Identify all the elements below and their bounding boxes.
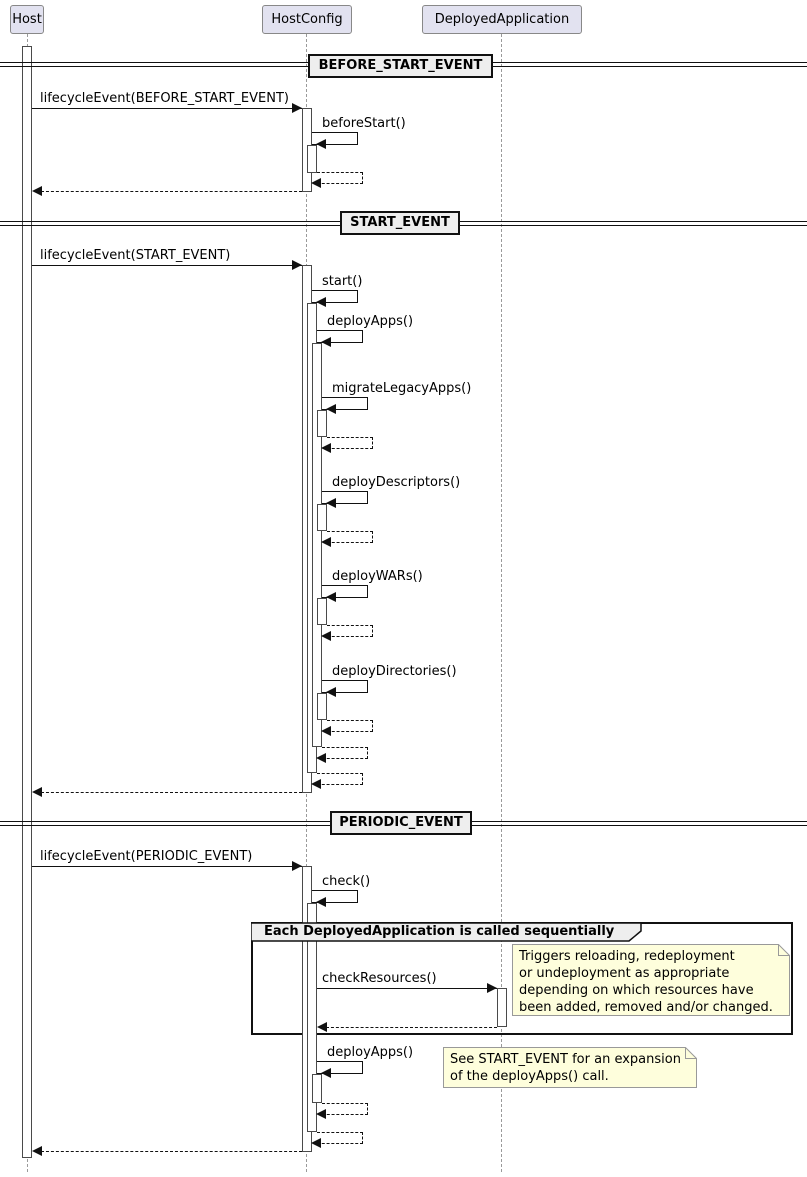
activation-bar (317, 504, 327, 531)
message-label-before-start: beforeStart() (322, 116, 406, 131)
message-label-check: check() (322, 874, 371, 889)
arrowhead (292, 861, 302, 871)
arrowhead (316, 897, 326, 907)
participant-hostconfig: HostConfig (262, 5, 352, 34)
note-deploy-apps-text: See START_EVENT for an expansion of the … (450, 1051, 681, 1085)
lifeline-deployedapplication (501, 34, 502, 1172)
divider-start-event: START_EVENT (340, 211, 460, 235)
note-check-resources (512, 944, 790, 1016)
activation-bar-host (22, 46, 32, 1158)
return-line (41, 191, 302, 192)
self-call-migrate-legacy-apps (322, 397, 368, 414)
arrowhead (321, 1068, 331, 1078)
arrowhead (32, 1146, 42, 1156)
arrowhead (321, 631, 331, 641)
arrowhead (316, 1109, 326, 1119)
note-line: Triggers reloading, redeployment (519, 949, 735, 964)
arrowhead (32, 186, 42, 196)
arrowhead (321, 537, 331, 547)
arrowhead (311, 779, 321, 789)
message-label-deploy-descriptors: deployDescriptors() (332, 475, 461, 490)
message-label-start: start() (322, 274, 363, 289)
arrowhead (321, 337, 331, 347)
return-line (41, 1151, 302, 1152)
return-message (311, 1132, 363, 1148)
activation-bar (317, 693, 327, 720)
activation-bar (317, 410, 327, 437)
message-label-lifecycle-before: lifecycleEvent(BEFORE_START_EVENT) (40, 91, 289, 106)
self-call-check (312, 890, 358, 907)
message-label-deploy-apps: deployApps() (327, 314, 414, 329)
return-message (321, 437, 373, 453)
self-call-deploy-wars (322, 585, 368, 602)
group-frame-header (251, 922, 642, 942)
return-message (311, 773, 363, 789)
return-message (321, 625, 373, 641)
arrowhead (32, 787, 42, 797)
arrowhead (317, 1022, 327, 1032)
return-message (321, 531, 373, 547)
self-call-deploy-apps-periodic (317, 1061, 363, 1078)
message-line (32, 108, 302, 109)
group-frame-title: Each DeployedApplication is called seque… (264, 924, 615, 939)
return-message (321, 720, 373, 736)
note-check-resources-text: Triggers reloading, redeployment or unde… (519, 948, 773, 1016)
note-deploy-apps (443, 1047, 697, 1088)
arrowhead (326, 404, 336, 414)
participant-host: Host (10, 5, 44, 34)
self-call-deploy-descriptors (322, 491, 368, 508)
arrowhead (321, 443, 331, 453)
arrowhead (292, 103, 302, 113)
return-message (311, 172, 363, 188)
divider-periodic-event: PERIODIC_EVENT (330, 811, 472, 835)
self-call-deploy-directories (322, 680, 368, 697)
arrowhead (316, 139, 326, 149)
arrowhead (321, 726, 331, 736)
activation-bar-deployedapplication (497, 988, 507, 1027)
arrowhead (326, 498, 336, 508)
return-message (316, 747, 368, 763)
arrowhead (326, 592, 336, 602)
message-label-deploy-directories: deployDirectories() (332, 664, 457, 679)
arrowhead (292, 260, 302, 270)
activation-bar (307, 903, 317, 1132)
message-label-deploy-apps-periodic: deployApps() (327, 1045, 414, 1060)
arrowhead (311, 178, 321, 188)
return-line (326, 1027, 497, 1028)
message-line (317, 988, 497, 989)
message-label-deploy-wars: deployWARs() (332, 569, 423, 584)
activation-bar (307, 145, 317, 173)
note-line: or undeployment as appropriate (519, 966, 730, 981)
message-label-migrate-legacy-apps: migrateLegacyApps() (332, 381, 472, 396)
activation-bar (317, 598, 327, 625)
participant-deployedapplication: DeployedApplication (422, 5, 582, 34)
self-call-before-start (312, 132, 358, 149)
activation-bar (312, 1074, 322, 1103)
arrowhead (316, 297, 326, 307)
return-message (316, 1103, 368, 1119)
note-line: of the deployApps() call. (450, 1069, 609, 1084)
arrowhead (311, 1138, 321, 1148)
message-label-lifecycle-start: lifecycleEvent(START_EVENT) (40, 248, 231, 263)
message-label-lifecycle-periodic: lifecycleEvent(PERIODIC_EVENT) (40, 849, 253, 864)
note-line: See START_EVENT for an expansion (450, 1052, 681, 1067)
divider-before-start-event: BEFORE_START_EVENT (308, 54, 493, 78)
message-line (32, 866, 302, 867)
note-line: been added, removed and/or changed. (519, 1000, 773, 1015)
message-line (32, 265, 302, 266)
self-call-deploy-apps (317, 330, 363, 347)
note-line: depending on which resources have (519, 983, 754, 998)
return-line (41, 792, 302, 793)
arrowhead (326, 687, 336, 697)
arrowhead (487, 983, 497, 993)
message-label-check-resources: checkResources() (322, 971, 437, 986)
arrowhead (316, 753, 326, 763)
self-call-start (312, 290, 358, 307)
